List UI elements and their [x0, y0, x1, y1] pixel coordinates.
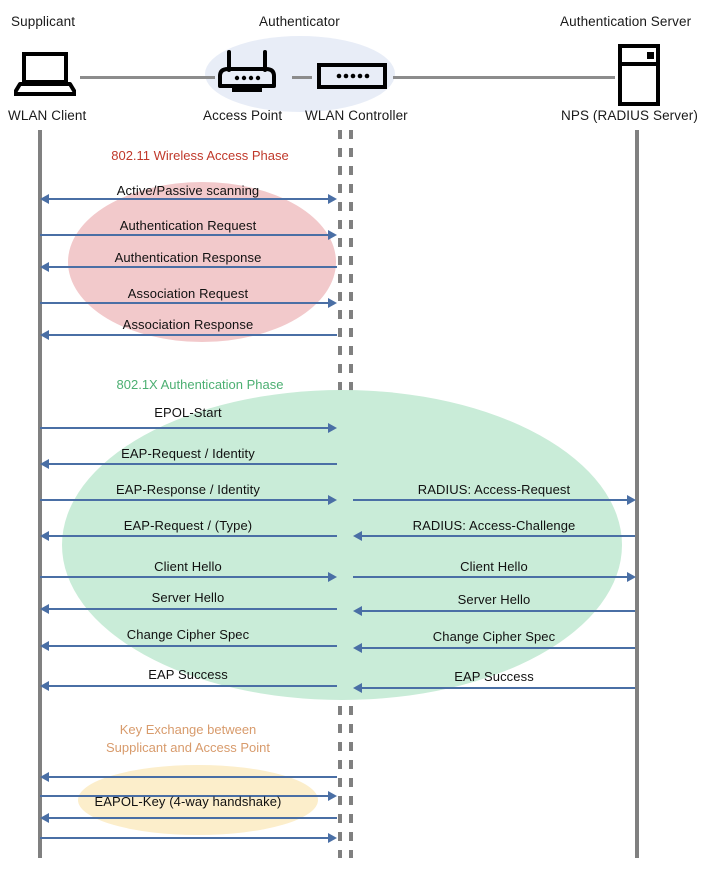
message-label-server-hello-left: Server Hello	[151, 590, 225, 605]
message-label-authentication-request: Authentication Request	[119, 218, 257, 233]
arrowhead-right-client-hello-right	[627, 572, 636, 582]
actor-device-access-point: Access Point	[203, 108, 283, 123]
message-line-association-response	[47, 334, 337, 336]
message-label-client-hello-left: Client Hello	[154, 559, 222, 574]
message-line-eap-request-identity	[47, 463, 337, 465]
link-controller-to-server	[393, 76, 615, 79]
message-label-epol-start: EPOL-Start	[154, 405, 222, 420]
access-point-icon	[216, 50, 278, 96]
lifeline-auth-server	[635, 130, 639, 858]
message-label-association-request: Association Request	[127, 286, 249, 301]
lifeline-supplicant	[38, 130, 42, 858]
phase-title-8021x: 802.1X Authentication Phase	[116, 377, 284, 392]
arrowhead-left-eap-request-type	[40, 531, 49, 541]
message-label-eap-request-identity: EAP-Request / Identity	[121, 446, 255, 461]
arrowhead-left-server-hello-right	[353, 606, 362, 616]
arrowhead-right-epol-start	[328, 423, 337, 433]
authenticator-halo	[205, 36, 395, 112]
link-ap-to-controller	[292, 76, 312, 79]
message-line-eapol-key-4	[40, 837, 335, 839]
arrowhead-left-change-cipher-spec-left	[40, 641, 49, 651]
message-line-association-request	[40, 302, 335, 304]
arrowhead-left-radius-access-challenge	[353, 531, 362, 541]
arrowhead-left-eap-success-right	[353, 683, 362, 693]
message-line-active-passive-scanning	[47, 198, 335, 200]
message-line-authentication-request	[40, 234, 335, 236]
message-label-eap-success-left: EAP Success	[148, 667, 228, 682]
arrowhead-right-client-hello-left	[328, 572, 337, 582]
message-label-eap-request-type: EAP-Request / (Type)	[123, 518, 253, 533]
message-label-authentication-response: Authentication Response	[114, 250, 262, 265]
arrowhead-left-change-cipher-spec-right	[353, 643, 362, 653]
arrowhead-right-authentication-request	[328, 230, 337, 240]
phase-title-80211: 802.11 Wireless Access Phase	[111, 148, 289, 163]
message-line-client-hello-left	[40, 576, 335, 578]
arrowhead-left-association-response	[40, 330, 49, 340]
laptop-icon	[14, 52, 76, 96]
actor-role-auth-server: Authentication Server	[560, 14, 692, 29]
arrowhead-right-radius-access-request	[627, 495, 636, 505]
message-line-radius-access-challenge	[360, 535, 635, 537]
arrowhead-left-server-hello-left	[40, 604, 49, 614]
phase-ellipse-8021x	[62, 390, 622, 700]
message-label-radius-access-request: RADIUS: Access-Request	[417, 482, 571, 497]
arrowhead-left-eap-success-left	[40, 681, 49, 691]
message-label-active-passive-scanning: Active/Passive scanning	[116, 183, 260, 198]
arrowhead-right-eapol-key-4	[328, 833, 337, 843]
actor-device-wlan-controller: WLAN Controller	[305, 108, 408, 123]
message-line-eap-success-right	[360, 687, 635, 689]
message-label-eapol-key: EAPOL-Key (4-way handshake)	[94, 794, 282, 809]
message-line-server-hello-right	[360, 610, 635, 612]
message-line-eapol-key-3	[47, 817, 337, 819]
message-label-change-cipher-spec-left: Change Cipher Spec	[126, 627, 250, 642]
message-line-server-hello-left	[47, 608, 337, 610]
phase-title-key-exchange: Key Exchange between Supplicant and Acce…	[105, 722, 271, 755]
message-label-association-response: Association Response	[122, 317, 254, 332]
actor-role-authenticator: Authenticator	[259, 14, 340, 29]
arrowhead-left-eap-request-identity	[40, 459, 49, 469]
arrowhead-left-eapol-key-1	[40, 772, 49, 782]
message-label-server-hello-right: Server Hello	[457, 592, 531, 607]
arrowhead-right-active-passive-scanning	[328, 194, 337, 204]
arrowhead-right-eap-response-identity	[328, 495, 337, 505]
message-label-radius-access-challenge: RADIUS: Access-Challenge	[412, 518, 576, 533]
wlan-controller-icon	[317, 63, 387, 89]
arrowhead-right-eapol-key-2	[328, 791, 337, 801]
message-line-radius-access-request	[353, 499, 634, 501]
arrowhead-left-eapol-key-3	[40, 813, 49, 823]
message-line-eapol-key-1	[47, 776, 337, 778]
message-line-change-cipher-spec-right	[360, 647, 635, 649]
actor-device-nps-radius-server: NPS (RADIUS Server)	[561, 108, 698, 123]
actor-device-wlan-client: WLAN Client	[8, 108, 87, 123]
actor-role-supplicant: Supplicant	[11, 14, 76, 29]
message-line-authentication-response	[47, 266, 337, 268]
message-line-eap-response-identity	[40, 499, 335, 501]
arrowhead-left-authentication-response	[40, 262, 49, 272]
message-line-eapol-key-2	[40, 795, 335, 797]
message-label-eap-success-right: EAP Success	[454, 669, 534, 684]
arrowhead-left-active-passive-scanning	[40, 194, 49, 204]
message-line-eap-success-left	[47, 685, 337, 687]
message-line-epol-start	[40, 427, 335, 429]
arrowhead-right-association-request	[328, 298, 337, 308]
message-line-change-cipher-spec-left	[47, 645, 337, 647]
message-line-eap-request-type	[47, 535, 337, 537]
message-label-change-cipher-spec-right: Change Cipher Spec	[432, 629, 556, 644]
message-label-eap-response-identity: EAP-Response / Identity	[116, 482, 260, 497]
server-icon	[618, 44, 660, 106]
phase-ellipse-80211	[68, 182, 336, 342]
message-line-client-hello-right	[353, 576, 634, 578]
message-label-client-hello-right: Client Hello	[460, 559, 528, 574]
link-client-to-ap	[80, 76, 215, 79]
